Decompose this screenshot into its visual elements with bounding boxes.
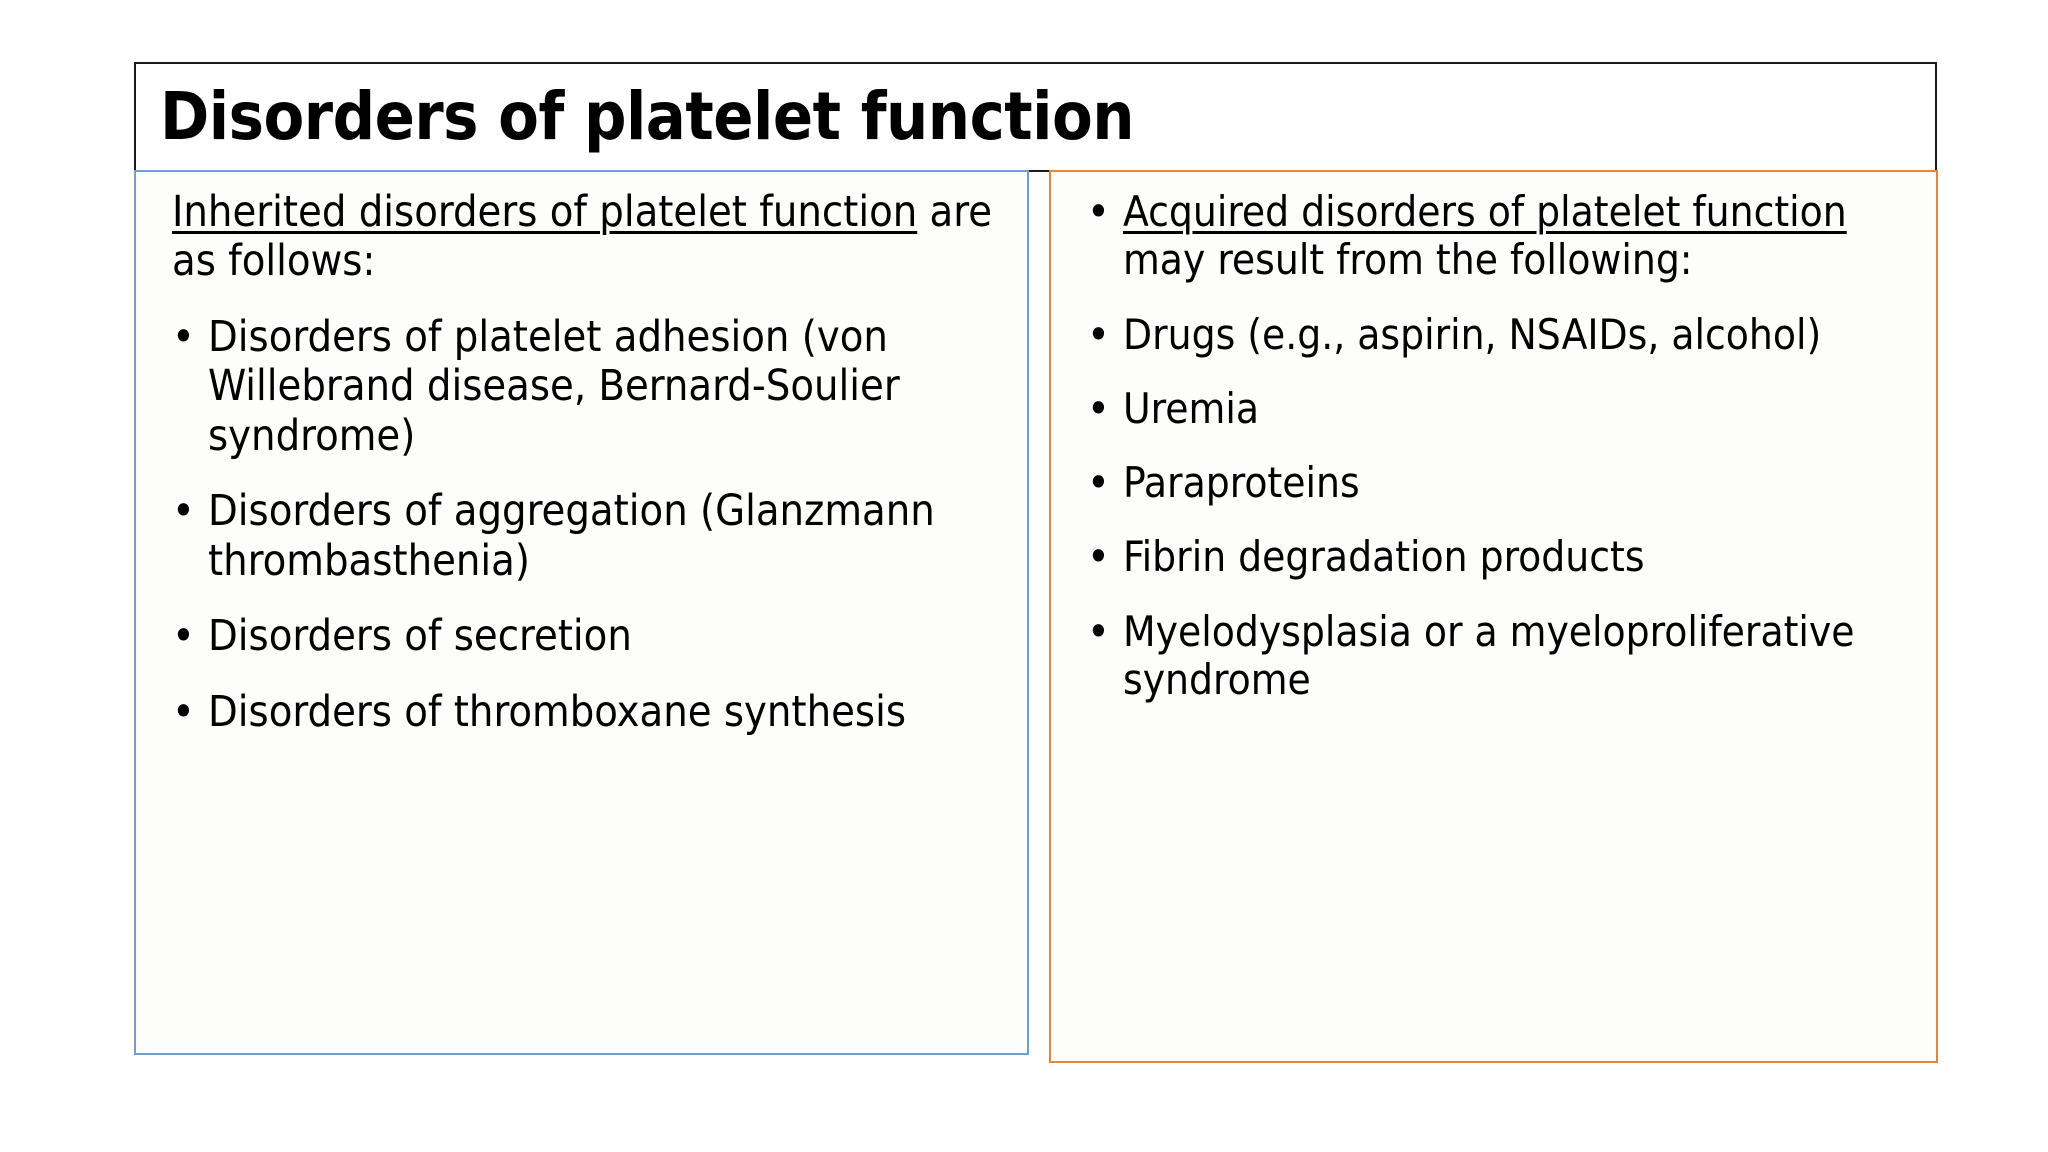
bullet-icon: •: [1087, 187, 1110, 237]
title-box: Disorders of platelet function: [134, 62, 1937, 172]
left-lead-paragraph: Inherited disorders of platelet function…: [158, 187, 1005, 287]
list-item: • Fibrin degradation products: [1073, 532, 1914, 583]
bullet-icon: •: [172, 611, 195, 662]
bullet-icon: •: [1087, 606, 1110, 657]
list-item: • Paraproteins: [1073, 458, 1914, 509]
list-item-label: Disorders of platelet adhesion (von Will…: [208, 311, 900, 461]
list-item: • Myelodysplasia or a myeloproliferative…: [1073, 606, 1914, 705]
list-item-label: Myelodysplasia or a myeloproliferative s…: [1123, 606, 1855, 705]
right-column-content: • Acquired disorders of platelet functio…: [1051, 172, 1936, 704]
list-item: • Disorders of aggregation (Glanzmann th…: [158, 486, 1005, 586]
bullet-icon: •: [172, 311, 195, 362]
left-content-box: Inherited disorders of platelet function…: [134, 170, 1029, 1055]
right-content-box: • Acquired disorders of platelet functio…: [1049, 170, 1938, 1063]
page-title: Disorders of platelet function: [160, 78, 1135, 156]
list-item-label: Disorders of thromboxane synthesis: [208, 686, 906, 737]
right-lead-rest: may result from the following:: [1123, 235, 1693, 285]
bullet-icon: •: [172, 486, 195, 537]
list-item: • Drugs (e.g., aspirin, NSAIDs, alcohol): [1073, 309, 1914, 360]
list-item-label: Disorders of secretion: [208, 611, 632, 662]
list-item: • Uremia: [1073, 383, 1914, 434]
bullet-icon: •: [1087, 383, 1110, 434]
list-item-label: Disorders of aggregation (Glanzmann thro…: [208, 486, 935, 586]
bullet-icon: •: [1087, 458, 1110, 509]
right-lead-paragraph: • Acquired disorders of platelet functio…: [1073, 187, 1914, 285]
left-column-content: Inherited disorders of platelet function…: [136, 172, 1027, 737]
list-item: • Disorders of secretion: [158, 611, 1005, 662]
left-lead-rest: are as follows:: [172, 187, 993, 287]
bullet-icon: •: [172, 686, 195, 737]
left-lead-underlined: Inherited disorders of platelet function: [172, 187, 918, 237]
bullet-icon: •: [1087, 309, 1110, 360]
list-item-label: Drugs (e.g., aspirin, NSAIDs, alcohol): [1123, 309, 1822, 359]
list-item-label: Paraproteins: [1123, 458, 1360, 508]
list-item-label: Uremia: [1123, 383, 1259, 433]
right-lead-underlined: Acquired disorders of platelet function: [1123, 187, 1847, 236]
list-item: • Disorders of thromboxane synthesis: [158, 686, 1005, 737]
list-item: • Disorders of platelet adhesion (von Wi…: [158, 311, 1005, 461]
bullet-icon: •: [1087, 532, 1110, 583]
list-item-label: Fibrin degradation products: [1123, 532, 1645, 582]
